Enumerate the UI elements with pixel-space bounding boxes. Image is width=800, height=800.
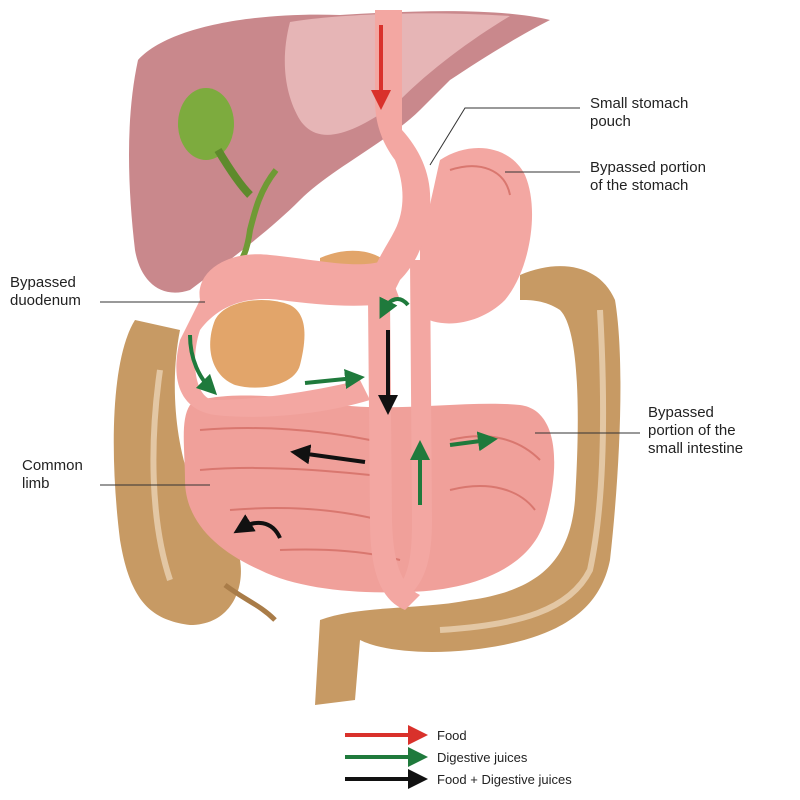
large-intestine (113, 266, 621, 705)
juice-arrow-bypass-limb (304, 369, 365, 389)
juice-arrow-right (449, 431, 498, 452)
label-line: Small stomach (590, 95, 688, 112)
gallbladder (178, 88, 279, 264)
esophagus-and-pouch (368, 10, 432, 610)
legend-label-food: Food (437, 728, 467, 743)
label-common-limb: Common limb (22, 457, 87, 492)
label-bypassed-duodenum: Bypassed duodenum (10, 274, 81, 309)
juice-arrow-upper (379, 296, 410, 319)
label-line: limb (22, 475, 50, 492)
bypassed-duodenum-loop (176, 254, 400, 417)
label-bypassed-small-intestine: Bypassed portion of the small intestine (648, 404, 743, 457)
label-line: pouch (590, 113, 631, 130)
flow-arrows (188, 25, 498, 539)
leader-lines (100, 107, 640, 486)
label-line: Bypassed (10, 274, 76, 291)
label-line: of the stomach (590, 177, 688, 194)
mix-arrow-left-2 (233, 514, 282, 539)
label-line: portion of the (648, 422, 736, 439)
bypassed-stomach (420, 148, 533, 324)
label-line: Common (22, 457, 83, 474)
juice-arrow-duodenum (188, 334, 218, 396)
legend-label-digestive-juices: Digestive juices (437, 750, 528, 765)
label-line: duodenum (10, 292, 81, 309)
legend: Food Digestive juices Food + Digestive j… (345, 725, 572, 789)
label-line: Bypassed (648, 404, 714, 421)
label-line: Bypassed portion (590, 159, 706, 176)
legend-label-food-digestive-juices: Food + Digestive juices (437, 772, 572, 787)
label-line: small intestine (648, 440, 743, 457)
mix-arrow-left-1 (290, 444, 366, 465)
labels: Small stomach pouch Bypassed portion of … (10, 95, 743, 492)
leader-small-stomach-pouch (429, 107, 580, 166)
label-bypassed-stomach: Bypassed portion of the stomach (590, 159, 710, 194)
label-small-stomach-pouch: Small stomach pouch (590, 95, 693, 130)
